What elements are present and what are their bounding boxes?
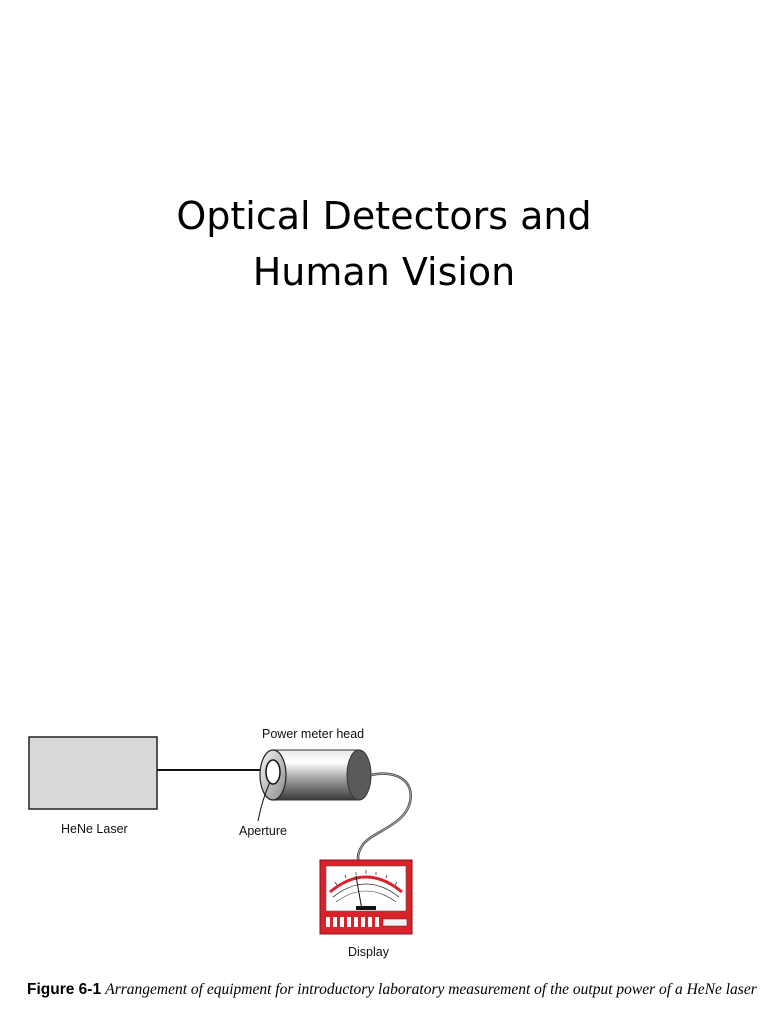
slide-title: Optical Detectors and Human Vision bbox=[0, 188, 768, 300]
power-meter-head bbox=[259, 749, 372, 801]
hene-laser-label: HeNe Laser bbox=[61, 822, 128, 836]
hene-laser-box bbox=[28, 736, 158, 810]
equipment-figure: Power meter head HeNe Laser Aperture Dis… bbox=[0, 720, 768, 970]
display-label: Display bbox=[348, 945, 389, 959]
aperture-pointer bbox=[257, 781, 271, 822]
figure-number: Figure 6-1 bbox=[27, 981, 102, 998]
slide-title-line-1: Optical Detectors and bbox=[176, 194, 592, 238]
slide-title-line-2: Human Vision bbox=[252, 250, 516, 294]
figure-caption-text: Arrangement of equipment for introductor… bbox=[105, 981, 757, 998]
power-meter-head-label: Power meter head bbox=[262, 727, 365, 741]
aperture-opening bbox=[265, 759, 281, 785]
aperture-label: Aperture bbox=[239, 824, 287, 838]
meter-needle bbox=[355, 875, 363, 911]
equipment-diagram bbox=[28, 736, 413, 935]
figure-caption: Figure 6-1 Arrangement of equipment for … bbox=[27, 980, 757, 999]
display-unit bbox=[319, 859, 413, 935]
